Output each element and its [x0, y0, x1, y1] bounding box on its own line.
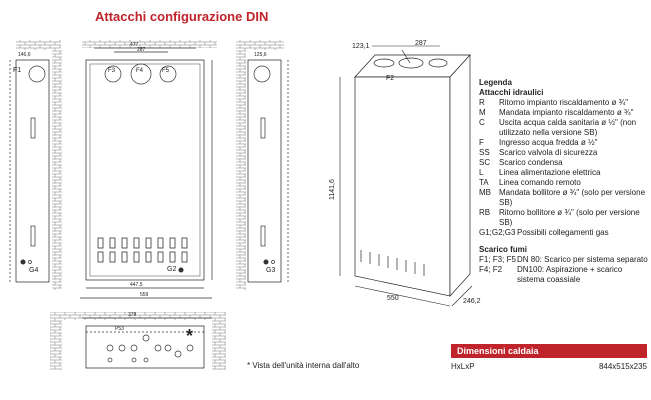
label-f1: F1 — [13, 67, 21, 74]
legend-heading: Legenda — [479, 78, 512, 87]
label-g4: G4 — [29, 267, 38, 274]
right-side-view — [236, 40, 289, 290]
dim-447: 447,5 — [130, 282, 143, 288]
dim-379: 379 — [128, 312, 137, 318]
dim-477: 477 — [130, 42, 139, 48]
dimensions-value: 844x515x235 — [598, 362, 647, 371]
dim-123: 123,1 — [352, 43, 370, 50]
legend-subheading-flue: Scarico fumi — [479, 245, 528, 254]
dim-550: 550 — [387, 295, 399, 302]
label-f3: F3 — [108, 68, 116, 74]
dim-p53: P53 — [115, 326, 124, 332]
label-f2: F2 — [386, 75, 394, 82]
dim-125: 125,6 — [254, 52, 267, 58]
isometric-view — [339, 45, 473, 307]
dim-246: 246,2 — [463, 298, 481, 305]
label-f4: F4 — [136, 68, 144, 74]
label-f5: F5 — [162, 68, 170, 74]
dim-287b: 287 — [137, 47, 146, 53]
dimensions-row: HxLxP 844x515x235 — [451, 362, 647, 371]
star-marker: * — [186, 326, 193, 346]
dim-287: 287 — [415, 40, 427, 47]
top-view-note: * Vista dell'unità interna dall'alto — [247, 361, 360, 370]
left-side-view — [9, 40, 62, 290]
front-view — [80, 40, 217, 299]
dim-1141: 1141,6 — [329, 179, 336, 200]
dim-146: 146,6 — [18, 52, 31, 58]
legend-subheading-hydraulic: Attacchi idraulici — [479, 88, 544, 97]
label-g2: G2 — [167, 266, 176, 273]
page-title: Attacchi configurazione DIN — [95, 9, 269, 24]
dimensions-label: HxLxP — [451, 362, 475, 371]
label-g3: G3 — [266, 267, 275, 274]
dimensions-header: Dimensioni caldaia — [451, 344, 647, 358]
bottom-view — [50, 312, 226, 370]
dim-559: 559 — [140, 292, 149, 298]
